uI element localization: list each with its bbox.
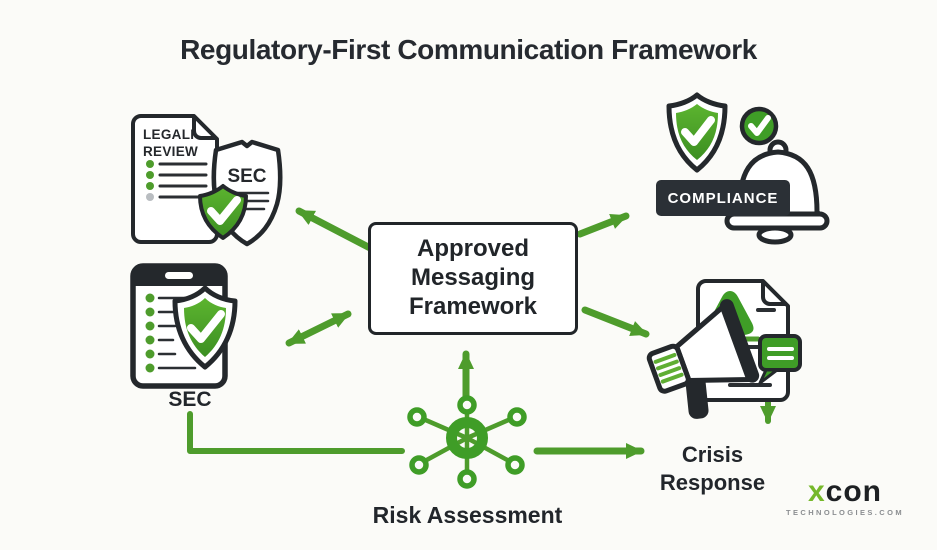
xcon-wordmark: xcon bbox=[775, 477, 915, 507]
check-shield-icon bbox=[172, 285, 238, 370]
speech-bubble-icon bbox=[758, 334, 802, 385]
sec-device-label: SEC bbox=[168, 388, 212, 411]
document-fold bbox=[761, 281, 787, 306]
check-shield-icon bbox=[198, 184, 248, 240]
approved-messaging-framework-box: Approved Messaging Framework bbox=[368, 222, 578, 335]
sec-badge-text: SEC bbox=[227, 166, 266, 187]
megaphone-icon bbox=[646, 299, 760, 419]
checklist-rows bbox=[146, 160, 208, 201]
compliance-icon-group bbox=[666, 92, 830, 245]
crisis-alert-document-icon bbox=[646, 279, 802, 419]
tablet-speaker bbox=[165, 272, 193, 279]
arrow-center-to-crisis bbox=[581, 306, 650, 338]
arrow-center-sec-bidirectional bbox=[285, 310, 352, 347]
sec-device-checklist-icon bbox=[130, 263, 238, 389]
legal-review-line2: REVIEW bbox=[143, 144, 198, 159]
legal-review-line1: LEGALI bbox=[143, 127, 194, 142]
page-title: Regulatory-First Communication Framework bbox=[180, 34, 757, 65]
document-fold bbox=[192, 116, 216, 140]
arrow-center-to-compliance bbox=[576, 212, 630, 238]
check-circle-icon bbox=[739, 106, 779, 146]
logo-tagline: TECHNOLOGIES.COM bbox=[786, 508, 904, 517]
logo-name: con bbox=[825, 475, 883, 508]
arrow-center-to-legal-review bbox=[295, 207, 376, 253]
compliance-label: COMPLIANCE bbox=[667, 189, 779, 207]
crisis-response-label: Crisis Response bbox=[659, 442, 766, 495]
legal-review-document-icon: LEGALI REVIEW SEC bbox=[131, 114, 283, 247]
xcon-logo: xcon TECHNOLOGIES.COM bbox=[775, 477, 915, 518]
hub-ring bbox=[446, 417, 488, 459]
center-box-label: Approved Messaging Framework bbox=[408, 235, 538, 320]
check-shield-icon bbox=[666, 92, 728, 173]
network-nodes bbox=[407, 395, 527, 489]
risk-network-hub-icon bbox=[407, 395, 527, 489]
compliance-label-plate: COMPLIANCE bbox=[656, 180, 790, 216]
risk-assessment-label: Risk Assessment bbox=[372, 502, 563, 528]
logo-x: x bbox=[807, 475, 826, 508]
line-sec-to-risk bbox=[187, 411, 405, 454]
